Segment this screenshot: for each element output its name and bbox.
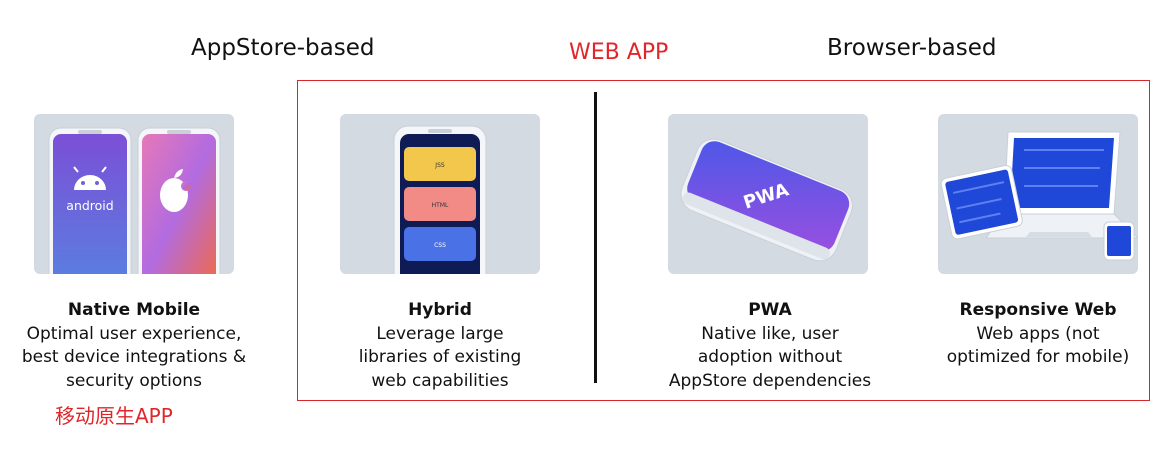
html-block-label: HTML <box>432 202 449 209</box>
native-mobile-caption: Native Mobile Optimal user experience, b… <box>4 299 264 393</box>
html-block <box>404 187 476 221</box>
hybrid-line-1: Leverage large <box>376 323 504 344</box>
native-mobile-line-2: best device integrations & <box>21 347 247 367</box>
responsive-web-illustration <box>938 114 1138 274</box>
android-icon <box>73 166 107 190</box>
pwa-illustration: PWA <box>668 114 868 274</box>
hybrid-title: Hybrid <box>408 300 472 320</box>
pwa-line-2: adoption without <box>697 347 843 367</box>
pwa-line-3: AppStore dependencies <box>668 370 872 391</box>
native-mobile-illustration: android <box>34 114 234 274</box>
pwa-title: PWA <box>748 300 792 320</box>
native-mobile-line-3: security options <box>66 370 202 391</box>
browser-based-header: Browser-based <box>827 35 997 61</box>
pwa-caption: PWA Native like, user adoption without A… <box>640 299 900 393</box>
responsive-web-line-1: Web apps (not <box>976 323 1100 344</box>
jss-block-label: JSS <box>434 162 445 169</box>
responsive-web-caption: Responsive Web Web apps (not optimized f… <box>928 299 1148 370</box>
native-app-note: 移动原生APP <box>55 404 173 428</box>
css-block-label: CSS <box>434 242 446 249</box>
css-block <box>404 227 476 261</box>
hybrid-line-2: libraries of existing <box>358 347 522 367</box>
native-mobile-line-1: Optimal user experience, <box>26 323 242 344</box>
hybrid-illustration: JSS HTML CSS <box>340 114 540 274</box>
hybrid-line-3: web capabilities <box>371 370 509 391</box>
web-app-header: WEB APP <box>569 40 669 65</box>
web-app-group-frame <box>297 80 1150 401</box>
pwa-line-1: Native like, user <box>701 323 839 344</box>
appstore-based-header: AppStore-based <box>191 35 375 61</box>
native-mobile-title: Native Mobile <box>67 300 201 320</box>
responsive-web-line-2: optimized for mobile) <box>946 347 1130 367</box>
android-label: android <box>66 198 113 213</box>
hybrid-caption: Hybrid Leverage large libraries of exist… <box>330 299 550 393</box>
group-divider <box>594 92 597 383</box>
jss-block <box>404 147 476 181</box>
apple-icon <box>160 169 191 212</box>
responsive-web-title: Responsive Web <box>959 300 1117 320</box>
